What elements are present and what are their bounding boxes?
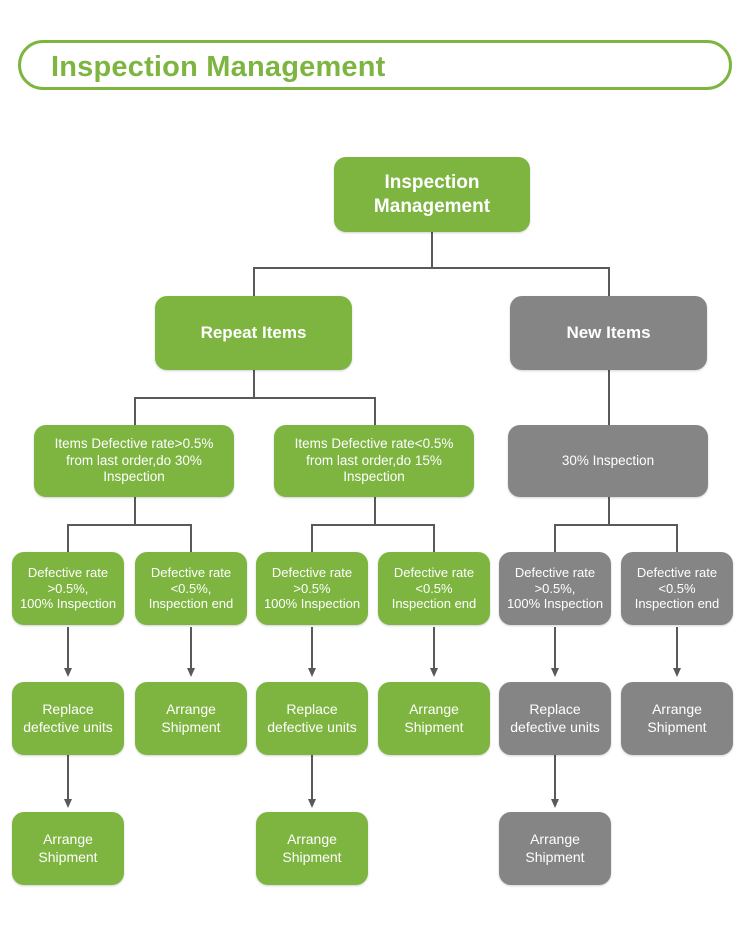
arrow-l4f-to-l5f	[673, 627, 681, 677]
node-l4-new-under[interactable]: Defective rate <0.5% Inspection end	[621, 552, 733, 625]
node-new-items[interactable]: New Items	[510, 296, 707, 370]
connector-to-new-items	[608, 267, 610, 297]
connector-to-l3b	[374, 397, 376, 426]
connector-to-l4f	[676, 524, 678, 552]
connector-level3-left-bar	[134, 397, 375, 399]
connector-new-items-down	[608, 370, 610, 426]
node-l4-repeat-high-over[interactable]: Defective rate >0.5%, 100% Inspection	[12, 552, 124, 625]
node-l4-repeat-low-over[interactable]: Defective rate >0.5% 100% Inspection	[256, 552, 368, 625]
arrow-l4b-to-l5b	[187, 627, 195, 677]
node-l5-arrange-shipment-3[interactable]: Arrange Shipment	[621, 682, 733, 755]
node-repeat-items[interactable]: Repeat Items	[155, 296, 352, 370]
node-l6-arrange-shipment-2[interactable]: Arrange Shipment	[256, 812, 368, 885]
arrow-l4c-to-l5c	[308, 627, 316, 677]
title-banner: Inspection Management	[18, 40, 732, 90]
node-l4-new-over[interactable]: Defective rate >0.5%, 100% Inspection	[499, 552, 611, 625]
connector-l4cd-bar	[311, 524, 434, 526]
connector-root-down	[431, 232, 433, 268]
node-repeat-low-defect-rate[interactable]: Items Defective rate<0.5% from last orde…	[274, 425, 474, 497]
connector-to-l4a	[67, 524, 69, 552]
connector-to-l4e	[554, 524, 556, 552]
connector-level2-bar	[254, 267, 610, 269]
arrow-l4d-to-l5d	[430, 627, 438, 677]
connector-to-l4b	[190, 524, 192, 552]
connector-l3a-down	[134, 497, 136, 525]
connector-to-repeat-items	[253, 267, 255, 297]
connector-to-l4d	[433, 524, 435, 552]
node-repeat-high-defect-rate[interactable]: Items Defective rate>0.5% from last orde…	[34, 425, 234, 497]
node-l5-replace-defective-units-3[interactable]: Replace defective units	[499, 682, 611, 755]
connector-repeat-items-down	[253, 370, 255, 398]
node-l6-arrange-shipment-1[interactable]: Arrange Shipment	[12, 812, 124, 885]
node-l5-replace-defective-units-1[interactable]: Replace defective units	[12, 682, 124, 755]
node-l4-repeat-high-under[interactable]: Defective rate <0.5%, Inspection end	[135, 552, 247, 625]
arrow-l5e-to-l6c	[551, 755, 559, 808]
connector-l4ab-bar	[67, 524, 191, 526]
connector-to-l3a	[134, 397, 136, 426]
arrow-l4a-to-l5a	[64, 627, 72, 677]
node-l4-repeat-low-under[interactable]: Defective rate <0.5% Inspection end	[378, 552, 490, 625]
node-l5-arrange-shipment-1[interactable]: Arrange Shipment	[135, 682, 247, 755]
node-new-items-30-percent-inspection[interactable]: 30% Inspection	[508, 425, 708, 497]
arrow-l5c-to-l6b	[308, 755, 316, 808]
connector-l4ef-bar	[554, 524, 677, 526]
arrow-l4e-to-l5e	[551, 627, 559, 677]
connector-to-l4c	[311, 524, 313, 552]
node-l5-arrange-shipment-2[interactable]: Arrange Shipment	[378, 682, 490, 755]
arrow-l5a-to-l6a	[64, 755, 72, 808]
connector-l3c-down	[608, 497, 610, 525]
page-title: Inspection Management	[51, 51, 386, 83]
node-l6-arrange-shipment-3[interactable]: Arrange Shipment	[499, 812, 611, 885]
connector-l3b-down	[374, 497, 376, 525]
node-inspection-management[interactable]: Inspection Management	[334, 157, 530, 232]
node-l5-replace-defective-units-2[interactable]: Replace defective units	[256, 682, 368, 755]
